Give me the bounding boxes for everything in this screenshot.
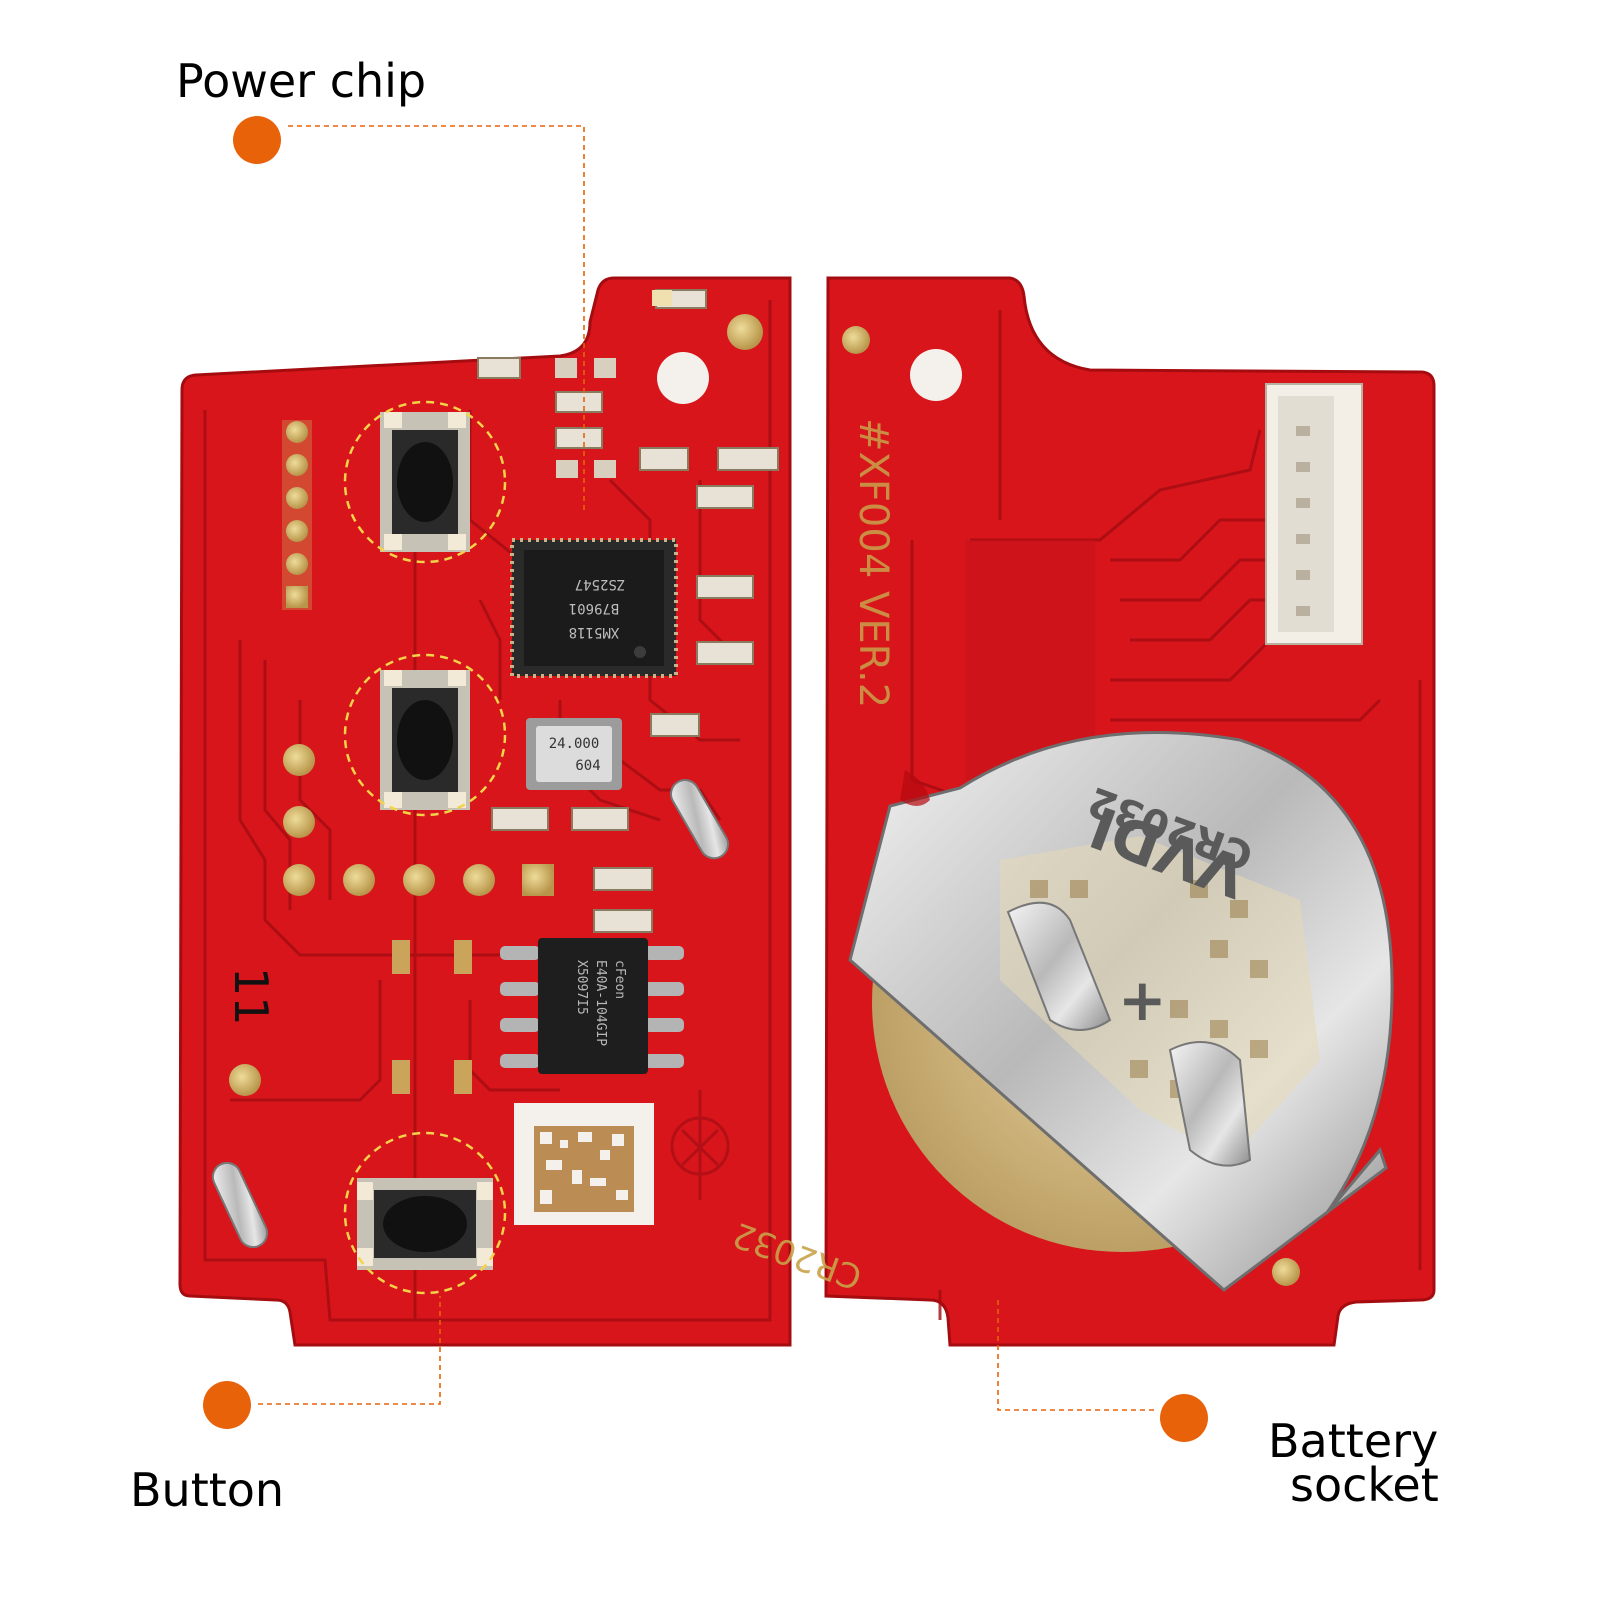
eeprom-marking-1: cFeon	[612, 960, 627, 999]
crystal-code: 604	[575, 758, 600, 774]
right-board: #XF004 VER.2 CR2032 VVDI CR2032 +	[728, 276, 1436, 1347]
eeprom-chip: cFeon E40A-104GIP X5097I5	[500, 938, 684, 1074]
glue-spot	[900, 770, 930, 806]
battery-holder: VVDI CR2032 +	[848, 730, 1394, 1292]
mcu-marking-2: B79601	[569, 600, 620, 616]
crystal-oscillator: 24.000 604	[526, 718, 622, 790]
tact-button-top	[380, 412, 470, 552]
battery-socket-label-line2: socket	[1290, 1457, 1439, 1512]
mount-hole	[657, 352, 709, 404]
button-label: Button	[130, 1463, 285, 1517]
left-clip-b	[670, 779, 729, 860]
test-pads	[229, 314, 763, 1096]
battery-socket-label-line1: Battery	[1268, 1414, 1439, 1468]
connector-6pin	[1265, 383, 1363, 645]
power-chip-label: Power chip	[176, 54, 427, 108]
callout-power-chip	[233, 116, 585, 510]
eeprom-marking-3: X5097I5	[574, 960, 589, 1015]
mcu-marking-1: ZS2547	[575, 576, 626, 592]
tact-button-bottom	[357, 1178, 493, 1270]
left-clip-a	[211, 1161, 269, 1249]
mcu-marking-3: XM5118	[569, 624, 620, 640]
callout-button	[203, 1296, 441, 1429]
right-pad-bottom	[1272, 1258, 1300, 1286]
led	[652, 290, 672, 306]
eeprom-marking-2: E40A-104GIP	[593, 960, 608, 1046]
crystal-frequency: 24.000	[549, 736, 600, 752]
power-chip: ZS2547 B79601 XM5118	[510, 538, 678, 678]
datamatrix-label	[514, 1103, 654, 1225]
holder-polarity: +	[1118, 966, 1167, 1034]
model-silkscreen: #XF004 VER.2	[850, 418, 896, 708]
header-pins	[282, 420, 312, 610]
button-highlights	[343, 400, 507, 1295]
right-pad-top	[842, 326, 870, 354]
smd-passives	[392, 289, 779, 1094]
tact-button-middle	[380, 670, 470, 810]
left-board: ZS2547 B79601 XM5118 24.000 604	[178, 276, 792, 1347]
battery-socket-label: Battery socket	[1268, 1414, 1439, 1512]
callout-battery-socket	[997, 1300, 1208, 1442]
board-logo	[670, 1090, 730, 1200]
right-mount-hole	[910, 349, 962, 401]
handwritten-mark: 11	[224, 967, 278, 1026]
